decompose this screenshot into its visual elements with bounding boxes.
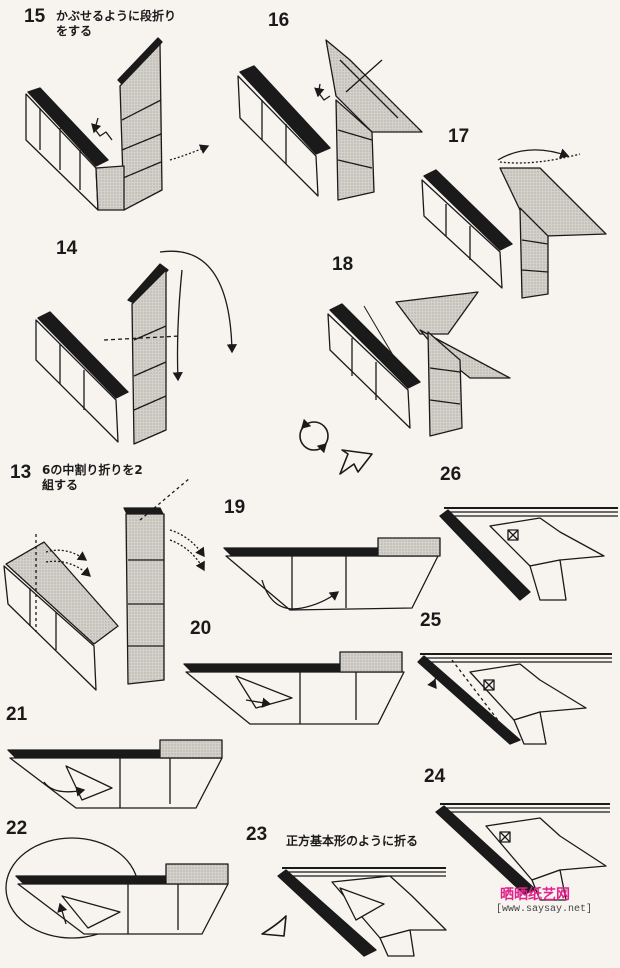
step-25-figure — [418, 654, 612, 744]
step-13-number: 13 — [10, 462, 31, 484]
step-20-number: 20 — [190, 618, 211, 640]
step-23-caption: 正方基本形のように折る — [286, 834, 418, 849]
step-14-number: 14 — [56, 238, 77, 260]
step-23-number: 23 — [246, 824, 267, 846]
step-25-number: 25 — [420, 610, 441, 632]
step-21-number: 21 — [6, 704, 27, 726]
step-26-number: 26 — [440, 464, 461, 486]
step-13-caption-line2: 組する — [42, 478, 78, 493]
step-17-number: 17 — [448, 126, 469, 148]
step-15-number: 15 — [24, 6, 45, 28]
step-14-figure — [36, 251, 232, 444]
step-19-figure — [224, 538, 440, 610]
step-24-number: 24 — [424, 766, 445, 788]
step-16-figure — [238, 40, 422, 200]
step-15-caption-line1: かぶせるように段折り — [56, 9, 176, 24]
step-18-figure — [300, 292, 510, 474]
step-13-caption-line1: 6の中割り折りを2 — [42, 463, 143, 478]
step-17-figure — [422, 150, 606, 298]
step-18-number: 18 — [332, 254, 353, 276]
watermark-site-name: 晒晒纸艺网 — [500, 884, 570, 904]
step-26-figure — [440, 508, 618, 600]
step-21-figure — [8, 740, 222, 808]
watermark-url: [www.saysay.net] — [496, 904, 592, 915]
step-13-figure — [4, 478, 204, 690]
step-20-figure — [184, 652, 404, 724]
step-19-number: 19 — [224, 497, 245, 519]
step-16-number: 16 — [268, 10, 289, 32]
step-15-caption-line2: をする — [56, 24, 92, 39]
step-22-figure — [6, 838, 286, 938]
step-22-number: 22 — [6, 818, 27, 840]
step-23-figure — [278, 868, 446, 956]
step-15-figure — [26, 38, 208, 210]
